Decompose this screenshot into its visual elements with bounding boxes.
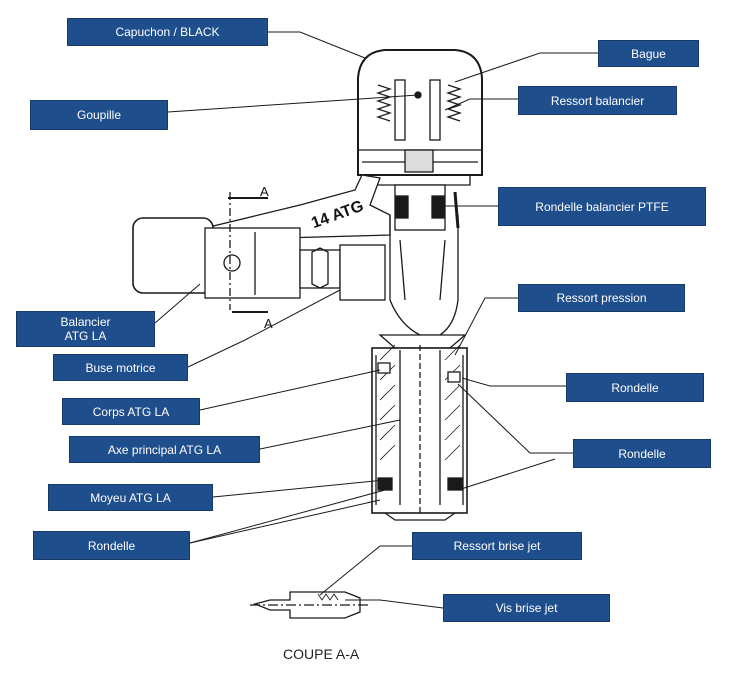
label-rondelle-left: Rondelle [33,531,190,560]
label-balancier-line2: ATG LA [64,329,107,343]
label-ressort-balancier: Ressort balancier [518,86,677,115]
section-mark-bottom: A [264,316,273,331]
label-rondelle-right-1: Rondelle [566,373,704,402]
label-ressort-brise-jet: Ressort brise jet [412,532,582,560]
label-bague: Bague [598,40,699,67]
label-corps: Corps ATG LA [62,398,200,425]
cap-shape [357,49,483,176]
label-goupille: Goupille [30,100,168,130]
label-vis-brise-jet: Vis brise jet [443,594,610,622]
label-balancier: Balancier ATG LA [16,311,155,347]
label-capuchon: Capuchon / BLACK [67,18,268,46]
label-rondelle-balancier-ptfe: Rondelle balancier PTFE [498,187,706,226]
label-moyeu: Moyeu ATG LA [48,484,213,511]
label-ressort-pression: Ressort pression [518,284,685,312]
label-buse-motrice: Buse motrice [53,354,188,381]
section-mark-top: A [260,184,269,199]
label-rondelle-right-2: Rondelle [573,439,711,468]
label-axe-principal: Axe principal ATG LA [69,436,260,463]
section-caption: COUPE A-A [283,646,360,662]
label-balancier-line1: Balancier [60,315,111,329]
